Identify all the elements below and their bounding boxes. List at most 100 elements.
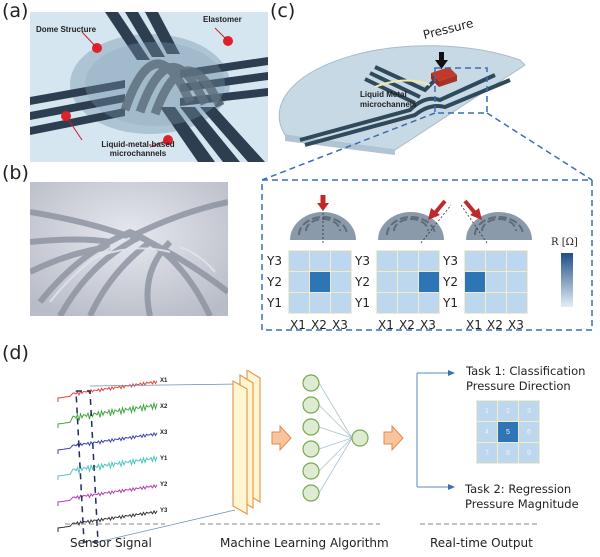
arrow-task2-icon — [448, 484, 455, 490]
sensor-cell — [464, 250, 486, 272]
y-axis-label: Y1 — [443, 296, 458, 310]
task2-title: Task 2: Regression — [465, 482, 572, 496]
sensor-cell — [330, 292, 352, 314]
sensor-cell-active — [309, 271, 331, 293]
liquid-metal-label: Liquid Metal microchannels — [360, 90, 416, 110]
flow-arrow-icon — [383, 424, 404, 452]
output-cell: 2 — [497, 400, 519, 422]
task2-label: Task 2: Regression Pressure Magnitude — [465, 482, 579, 512]
sensor-signals — [57, 379, 158, 532]
sensor-cell — [309, 250, 331, 272]
nn-input-node — [302, 396, 320, 414]
signal-trace-y2 — [57, 483, 158, 506]
output-cell: 8 — [497, 442, 519, 464]
dome-structure-annotation: Dome Structure — [36, 25, 97, 34]
nn-output-node — [351, 429, 369, 447]
sensor-cell-active — [418, 271, 440, 293]
signal-trace-y1 — [57, 454, 158, 480]
y-axis-label: Y3 — [443, 254, 458, 268]
panel-a-render: Dome Structure Elastomer Liquid-metal-ba… — [30, 12, 268, 162]
zoom-indicator — [261, 67, 593, 331]
sensor-cell — [288, 292, 310, 314]
microchannel-photo — [28, 182, 230, 318]
signal-label: X2 — [160, 404, 168, 410]
y-axis-label: Y3 — [355, 254, 370, 268]
sensor-cell — [506, 271, 528, 293]
x-axis-label: X2 — [399, 318, 415, 332]
panel-c-diagram — [261, 45, 593, 331]
sensor-cell — [485, 271, 507, 293]
pressure-arrow-diagonal-right-icon — [463, 199, 482, 220]
liquid-metal-label-line1: Liquid Metal — [360, 90, 407, 99]
y-axis-label: Y2 — [443, 275, 458, 289]
dome-1 — [290, 195, 356, 243]
sensor-cell — [506, 292, 528, 314]
sensor-cell — [506, 250, 528, 272]
sensor-cell — [376, 292, 398, 314]
sensor-cell — [376, 271, 398, 293]
signal-trace-y3 — [57, 509, 158, 532]
signal-trace-x3 — [57, 431, 158, 454]
panel-a-label: (a) — [2, 0, 29, 22]
elastomer-annotation: Elastomer — [203, 15, 242, 24]
sensor-cell — [330, 250, 352, 272]
flow-arrow-icon — [271, 424, 292, 452]
panel-c-label: (c) — [270, 0, 296, 22]
liquid-metal-channels — [299, 65, 511, 147]
microchannels-annotation-line1: Liquid-metal-based — [101, 140, 175, 149]
dome-2 — [378, 199, 452, 244]
signal-label: Y3 — [160, 508, 168, 514]
signal-label: X3 — [160, 430, 168, 436]
output-cell-active: 5 — [497, 421, 519, 443]
output-cell: 7 — [476, 442, 498, 464]
x-axis-label: X3 — [508, 318, 524, 332]
x-axis-label: X1 — [466, 318, 482, 332]
sensor-cell — [288, 271, 310, 293]
y-axis-label: Y1 — [267, 296, 282, 310]
x-axis-label: X3 — [420, 318, 436, 332]
dome-3 — [460, 199, 532, 244]
sensor-cell — [288, 250, 310, 272]
pressure-block — [431, 67, 457, 81]
arrow-task1-icon — [448, 370, 455, 376]
output-cell: 1 — [476, 400, 498, 422]
pressure-arrow-diagonal-left-icon — [428, 199, 447, 220]
task1-subtitle: Pressure Direction — [466, 379, 571, 393]
sensor-cell — [418, 292, 440, 314]
sensor-cell — [485, 250, 507, 272]
sensor-cell — [330, 271, 352, 293]
conv-layers — [232, 370, 261, 516]
signal-label: X1 — [160, 378, 168, 384]
nn-input-node — [302, 440, 320, 458]
sensor-cell — [464, 292, 486, 314]
dome-cross-sections — [290, 195, 532, 244]
x-axis-label: X1 — [290, 318, 306, 332]
y-axis-label: Y1 — [355, 296, 370, 310]
signal-label: Y2 — [160, 482, 168, 488]
dome-structure-render — [30, 12, 268, 162]
microchannels-annotation-line2: microchannels — [109, 149, 167, 158]
signal-trace-x2 — [57, 401, 158, 428]
liquid-metal-label-line2: microchannels — [360, 100, 417, 109]
y-axis-label: Y2 — [355, 275, 370, 289]
sensor-cell — [397, 292, 419, 314]
x-axis-label: X1 — [378, 318, 394, 332]
task2-subtitle: Pressure Magnitude — [465, 497, 579, 511]
x-axis-label: X2 — [487, 318, 503, 332]
sensor-cell — [376, 250, 398, 272]
pressure-arrow-down-icon — [317, 195, 329, 211]
x-axis-label: X3 — [332, 318, 348, 332]
output-cell: 3 — [518, 400, 540, 422]
panel-b-label: (b) — [2, 162, 29, 184]
panel-d-diagram — [57, 370, 537, 543]
output-cell: 6 — [518, 421, 540, 443]
colorbar-label: R [Ω] — [551, 237, 578, 248]
sensor-cell — [397, 250, 419, 272]
x-axis-label: X2 — [311, 318, 327, 332]
microchannels-annotation: Liquid-metal-based microchannels — [78, 140, 198, 158]
output-cell: 9 — [518, 442, 540, 464]
nn-input-node — [302, 374, 320, 392]
neural-network — [302, 374, 369, 502]
caption-sensor-signal: Sensor Signal — [70, 536, 152, 550]
caption-ml-algorithm: Machine Learning Algorithm — [220, 536, 389, 550]
